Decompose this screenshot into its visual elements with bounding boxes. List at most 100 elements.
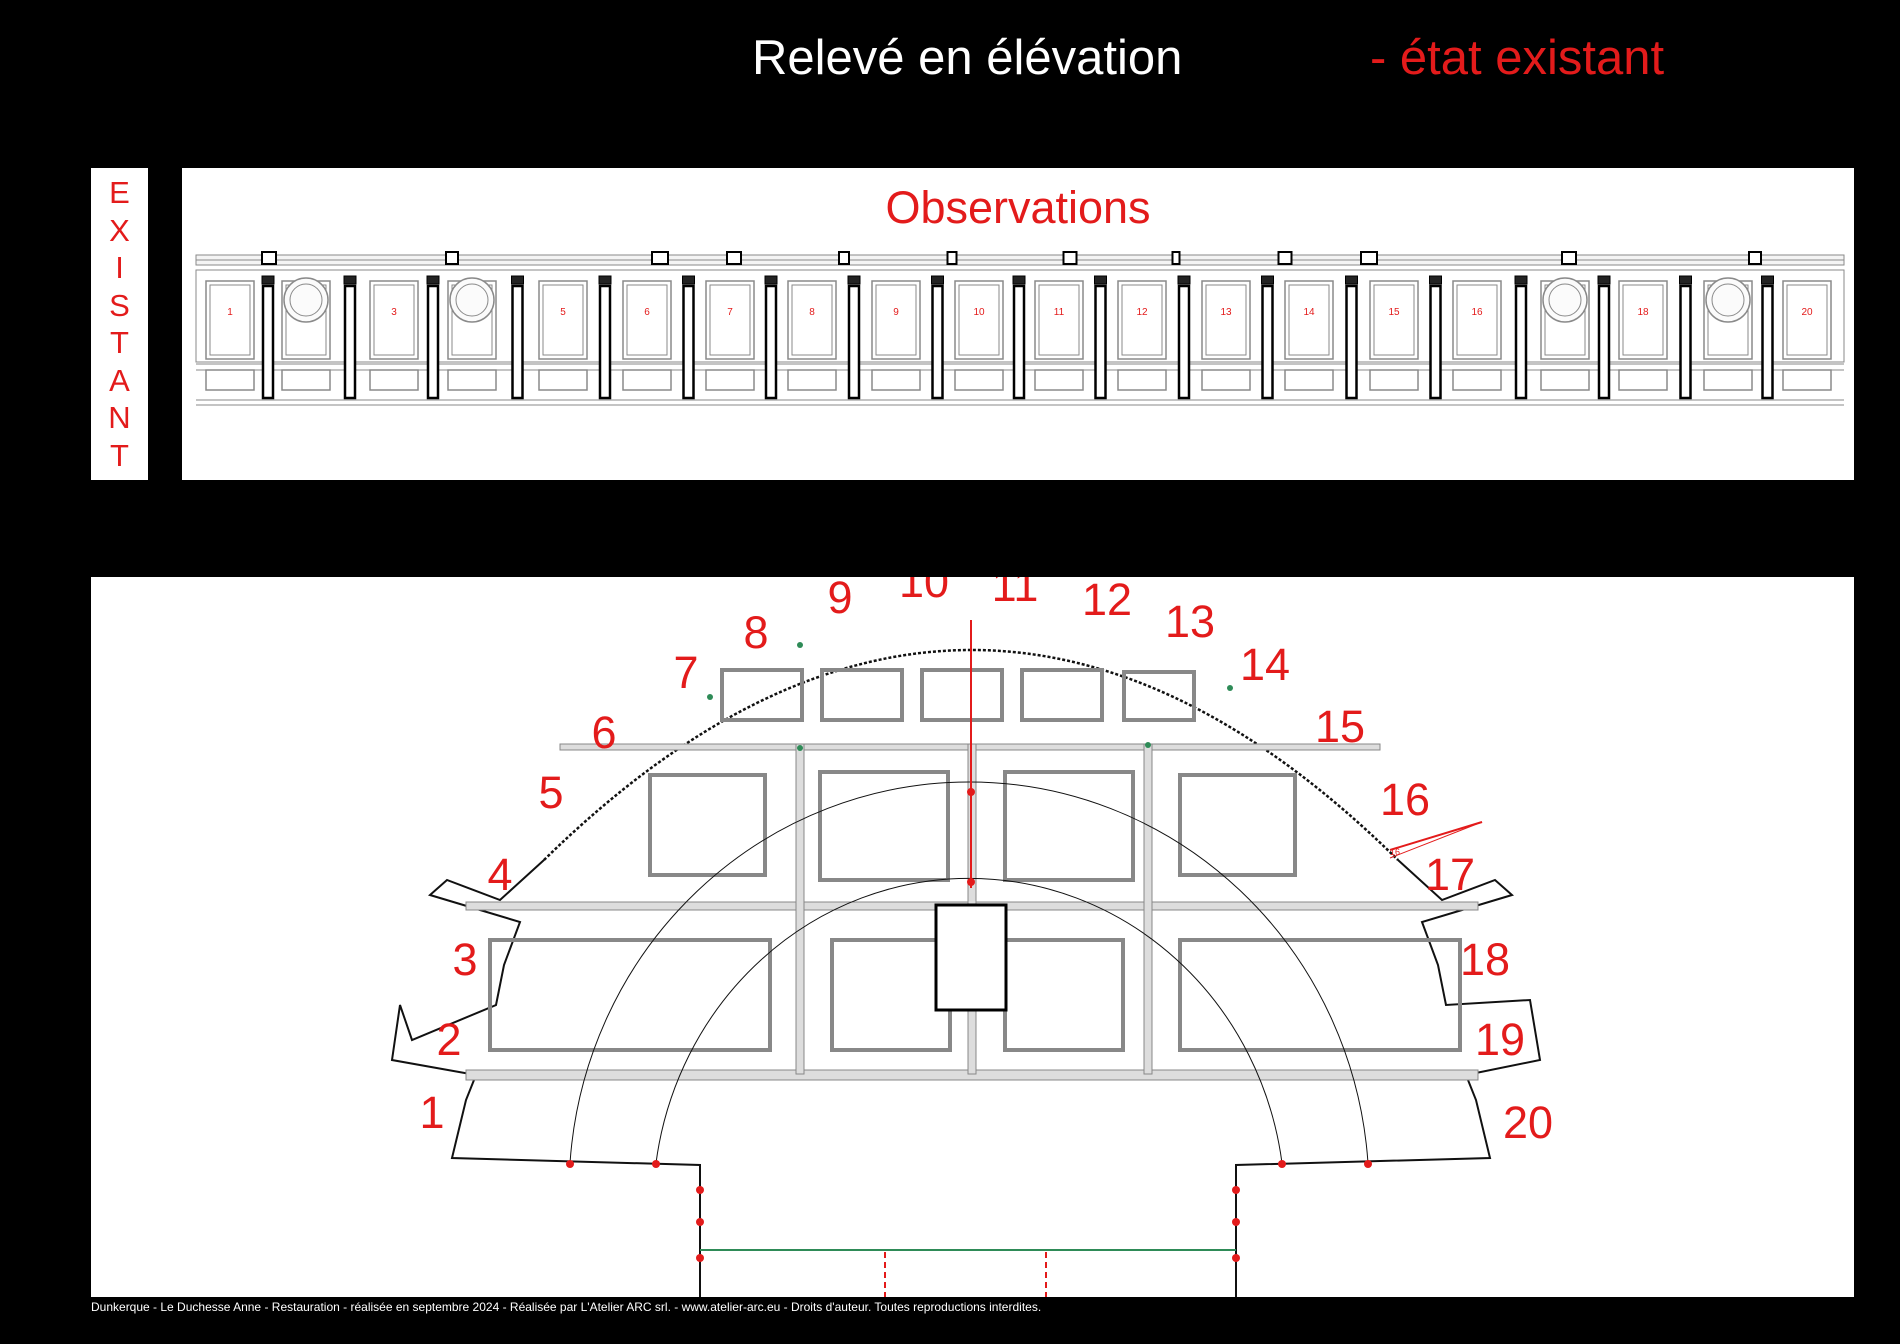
beam-vertical xyxy=(1143,743,1153,1075)
panel-number-label: 8 xyxy=(809,307,815,318)
wall-panel-inner xyxy=(626,284,668,356)
existant-letter: A xyxy=(109,362,130,398)
pilaster-capital xyxy=(931,275,944,285)
survey-point xyxy=(967,878,975,886)
wall-panel-inner xyxy=(1622,284,1664,356)
bay-number-label: 5 xyxy=(538,767,563,818)
wall-panel-inner xyxy=(791,284,833,356)
panel-number-label: 9 xyxy=(893,307,899,318)
ceiling-fixture-marker xyxy=(445,251,459,265)
wall-panel-upper xyxy=(538,280,588,360)
wall-panel-lower xyxy=(1540,369,1590,391)
pilaster-capital xyxy=(764,275,778,285)
wall-panel-inner xyxy=(1373,284,1415,356)
wall-panel-upper xyxy=(1369,280,1419,360)
small-bay-label: 16 xyxy=(1390,847,1400,857)
survey-point xyxy=(696,1186,704,1194)
wall-panel-lower xyxy=(1201,369,1251,391)
wall-panel-lower xyxy=(954,369,1004,391)
pilaster-capital xyxy=(343,275,357,285)
bay-number-label: 1 xyxy=(419,1087,444,1138)
bay-number-label: 17 xyxy=(1425,849,1475,900)
pilaster-capital xyxy=(511,275,524,285)
bay-number-label: 13 xyxy=(1165,596,1215,647)
ceiling-coffer xyxy=(488,938,772,1052)
wall-panel-upper xyxy=(954,280,1004,360)
wall-panel-lower xyxy=(1284,369,1334,391)
wall-panel-upper xyxy=(871,280,921,360)
ceiling-fixture-marker xyxy=(946,251,958,265)
ceiling-coffer-upper xyxy=(1020,668,1104,722)
ceiling-coffer-upper xyxy=(820,668,904,722)
pilaster xyxy=(847,284,861,400)
panel-number-label: 18 xyxy=(1637,307,1649,318)
wall-panel-lower xyxy=(1452,369,1502,391)
wall-panel-lower xyxy=(538,369,588,391)
pilaster-capital xyxy=(1597,275,1611,285)
wall-panel-upper xyxy=(1782,280,1832,360)
ceiling-coffer-upper xyxy=(920,668,1004,722)
pilaster xyxy=(764,284,778,400)
ceiling-fixture-marker xyxy=(1277,251,1293,265)
ceiling-fixture-marker xyxy=(651,251,669,265)
wall-panel-upper xyxy=(622,280,672,360)
page-state-label: - état existant xyxy=(1370,31,1665,85)
porthole-window xyxy=(449,277,495,323)
wall-panel-inner xyxy=(1456,284,1498,356)
pilaster xyxy=(1679,284,1692,400)
pilaster-capital xyxy=(1094,275,1107,285)
panel-number-label: 14 xyxy=(1303,307,1315,318)
wall-panel-inner xyxy=(958,284,1000,356)
observations-title: Observations xyxy=(885,182,1151,233)
bay-number-label: 3 xyxy=(452,934,477,985)
bay-number-label: 20 xyxy=(1503,1097,1553,1148)
bay-number-label: 6 xyxy=(591,707,616,758)
pilaster-capital xyxy=(1429,275,1442,285)
green-marker xyxy=(797,745,803,751)
wall-panel-inner xyxy=(373,284,415,356)
pilaster-capital xyxy=(1345,275,1358,285)
construction-arc-inner xyxy=(655,877,1283,1164)
panel-number-label: 11 xyxy=(1054,307,1065,318)
pilaster-capital xyxy=(1514,275,1528,285)
deck-outline-right xyxy=(1235,859,1542,1297)
wall-panel-upper xyxy=(1201,280,1251,360)
wall-panel-inner xyxy=(209,284,251,356)
bay-number-label: 14 xyxy=(1240,639,1290,690)
pilaster xyxy=(426,284,440,400)
wall-panel-inner xyxy=(1121,284,1163,356)
bay-number-label: 4 xyxy=(487,849,512,900)
pilaster xyxy=(1012,284,1026,400)
wall-panel-upper xyxy=(1618,280,1668,360)
pilaster-capital xyxy=(1012,275,1026,285)
ceiling-coffer xyxy=(818,770,950,882)
bay-number-label: 8 xyxy=(743,607,768,658)
survey-point xyxy=(1232,1186,1240,1194)
pilaster xyxy=(1597,284,1611,400)
wall-panel-inner xyxy=(1038,284,1080,356)
existant-letter: S xyxy=(109,287,130,323)
survey-point xyxy=(1278,1160,1286,1168)
wall-panel-inner xyxy=(542,284,584,356)
pilaster xyxy=(1429,284,1442,400)
wall-panel-lower xyxy=(1117,369,1167,391)
panel-number-label: 1 xyxy=(227,307,233,318)
footer-credits: Dunkerque - Le Duchesse Anne - Restaurat… xyxy=(91,1300,1042,1314)
wall-panel-lower xyxy=(1369,369,1419,391)
survey-point xyxy=(967,788,975,796)
panel-number-label: 16 xyxy=(1471,307,1483,318)
bay-number-label: 10 xyxy=(899,577,949,607)
pilaster xyxy=(598,284,612,400)
ceiling-coffer xyxy=(1003,938,1125,1052)
existant-letter: E xyxy=(109,175,130,211)
wall-panel-lower xyxy=(1782,369,1832,391)
survey-point xyxy=(652,1160,660,1168)
panel-number-label: 5 xyxy=(560,307,566,318)
pilaster xyxy=(511,284,524,400)
wall-panel-upper xyxy=(705,280,755,360)
porthole-window xyxy=(1542,277,1588,323)
pilaster xyxy=(1094,284,1107,400)
panel-number-label: 6 xyxy=(644,307,650,318)
